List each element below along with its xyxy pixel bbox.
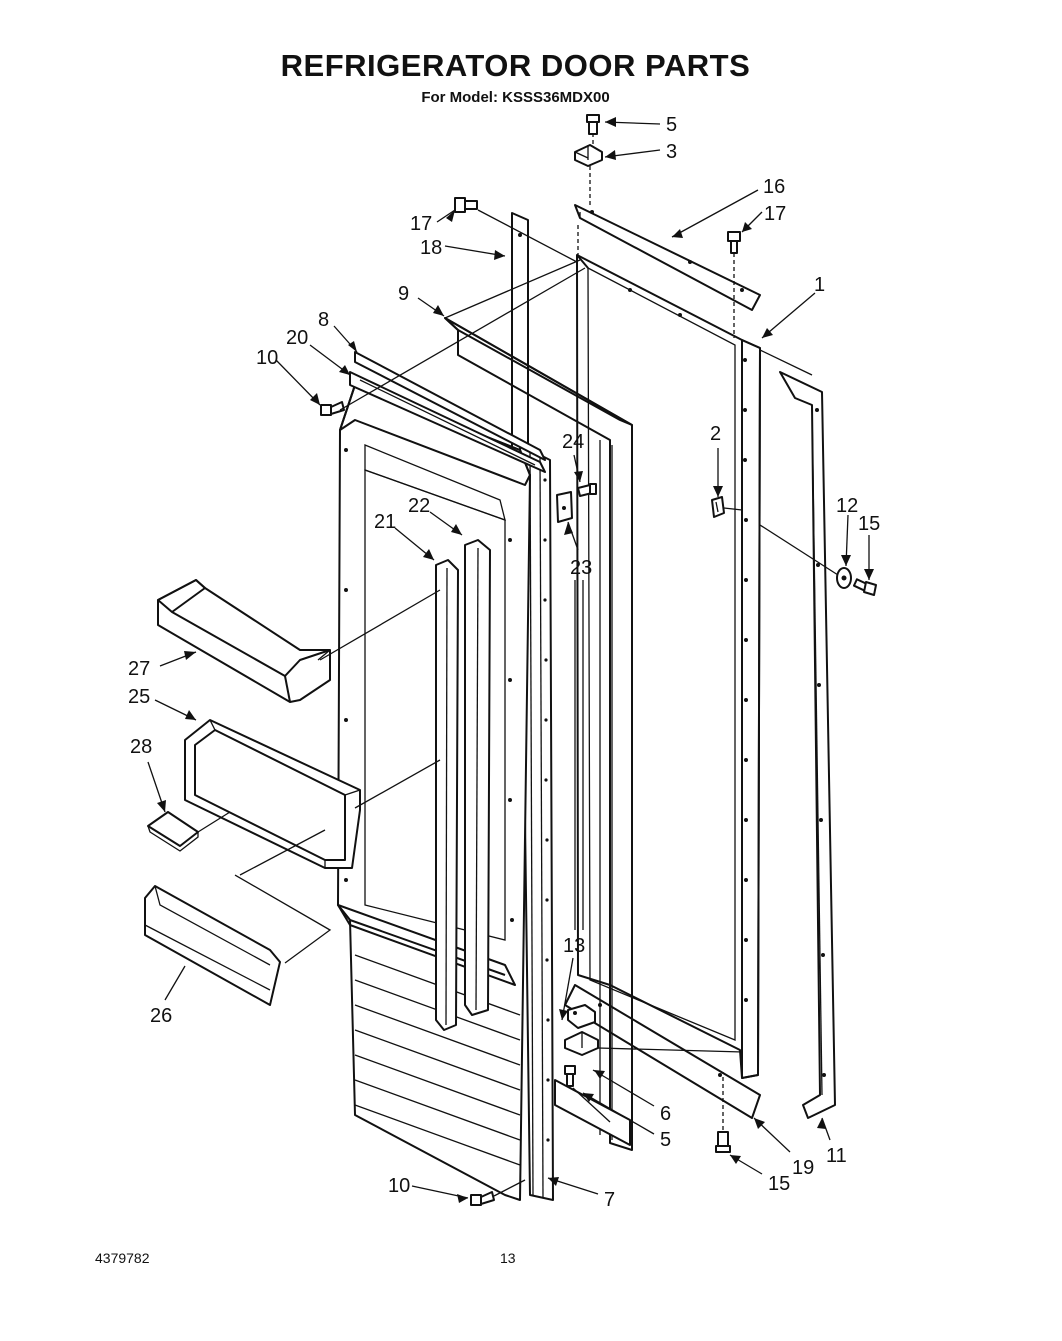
callout-18: 18	[420, 237, 442, 259]
document-number: 4379782	[95, 1250, 150, 1266]
part-17-screw-left	[454, 197, 478, 213]
callout-5-bottom: 5	[660, 1129, 671, 1151]
callout-25: 25	[128, 686, 150, 708]
callout-12: 12	[836, 495, 858, 517]
callout-20: 20	[286, 327, 308, 349]
part-15-screw-bottom	[715, 1131, 731, 1153]
callout-24: 24	[562, 431, 584, 453]
callout-13: 13	[563, 935, 585, 957]
part-2-clip	[711, 496, 725, 518]
callout-5-top: 5	[666, 114, 677, 136]
callout-15-bottom: 15	[768, 1173, 790, 1195]
part-25-dispenser-bin	[184, 719, 361, 869]
callout-26: 26	[150, 1005, 172, 1027]
assembly-lines	[197, 133, 839, 1197]
callout-27: 27	[128, 658, 150, 680]
part-23-block	[556, 491, 573, 523]
page-number: 13	[500, 1250, 516, 1266]
callout-2: 2	[710, 423, 721, 445]
callout-23: 23	[570, 557, 592, 579]
callout-19: 19	[792, 1157, 814, 1179]
callout-17-right: 17	[764, 203, 786, 225]
part-10-screw-bottom	[470, 1191, 495, 1206]
page-title: REFRIGERATOR DOOR PARTS	[280, 48, 751, 83]
part-28-pad	[147, 811, 199, 852]
part-11-trim-strip	[779, 371, 836, 1119]
part-6-hinge-bottom	[564, 1031, 599, 1056]
part-16-bracket-bar	[574, 204, 761, 311]
callout-16: 16	[763, 176, 785, 198]
part-27-door-shelf	[157, 579, 331, 703]
callout-7: 7	[604, 1189, 615, 1211]
callout-10-top: 10	[256, 347, 278, 369]
callout-6: 6	[660, 1103, 671, 1125]
part-15-screw-right	[852, 578, 877, 596]
callout-21: 21	[374, 511, 396, 533]
part-12-washer	[836, 567, 852, 589]
part-9-liner-frame	[444, 317, 633, 1151]
part-17-screw-right	[727, 231, 741, 254]
part-3-hinge-top	[574, 144, 603, 167]
callout-9: 9	[398, 283, 409, 305]
callout-8: 8	[318, 309, 329, 331]
callout-22: 22	[408, 495, 430, 517]
part-8-top-strip	[354, 351, 546, 461]
part-20-top-cap	[349, 371, 546, 473]
callout-17-left: 17	[410, 213, 432, 235]
part-26-trim-panel	[144, 885, 281, 1006]
callout-10-bottom: 10	[388, 1175, 410, 1197]
part-1-outer-door-panel	[576, 254, 761, 1079]
callout-15-right: 15	[858, 513, 880, 535]
part-22-shelf-rail	[464, 539, 491, 1016]
inner-door-liner	[337, 384, 531, 1201]
part-24-screw	[577, 483, 597, 497]
part-5-hinge-pin-bottom	[564, 1065, 576, 1087]
part-10-screw-top	[320, 401, 345, 416]
part-13-bushing	[567, 1004, 596, 1029]
callout-11: 11	[826, 1145, 847, 1167]
callout-1: 1	[814, 274, 825, 296]
part-21-shelf-rail	[435, 559, 459, 1031]
part-19-bracket-bar	[564, 984, 761, 1119]
model-subtitle: For Model: KSSS36MDX00	[421, 89, 610, 106]
callout-3: 3	[666, 141, 677, 163]
part-5-hinge-pin-top	[586, 114, 600, 135]
callout-leaders	[147, 117, 874, 1203]
callout-28: 28	[130, 736, 152, 758]
callout-labels: 5 3 16 17 17 18 1 9 8 20 10 2 24 12 15 2…	[128, 114, 880, 1211]
